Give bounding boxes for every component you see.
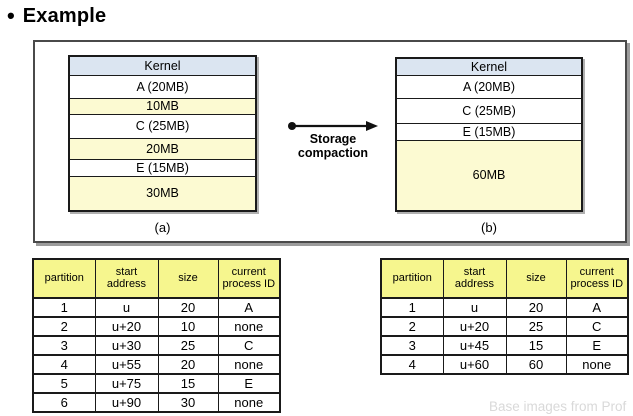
table-row: 3 u+45 15 E (380, 335, 629, 356)
table-row: 3 u+30 25 C (32, 335, 281, 356)
table-cell: 2 (32, 316, 96, 337)
table-cell: A (217, 297, 281, 318)
table-cell: u+75 (94, 373, 159, 394)
table-cell: 15 (505, 335, 567, 356)
table-cell: 25 (157, 335, 219, 356)
table-cell: u+45 (442, 335, 507, 356)
table-cell: 3 (32, 335, 96, 356)
column-header: partition (32, 258, 96, 299)
table-cell: 1 (32, 297, 96, 318)
mem-block-free: 60MB (397, 141, 581, 210)
table-cell: 20 (157, 297, 219, 318)
table-header-row: partition start address size current pro… (380, 258, 629, 299)
table-cell: 20 (157, 354, 219, 375)
table-cell: u+20 (442, 316, 507, 337)
memory-diagram-a: Kernel A (20MB) 10MB C (25MB) 20MB E (15… (68, 55, 257, 212)
table-row: 5 u+75 15 E (32, 373, 281, 394)
partition-table-after: partition start address size current pro… (380, 258, 629, 375)
bullet-icon: • (7, 3, 15, 28)
table-cell: 10 (157, 316, 219, 337)
table-row: 1 u 20 A (380, 297, 629, 318)
table-cell: 6 (32, 392, 96, 413)
table-row: 6 u+90 30 none (32, 392, 281, 413)
mem-block-free: 10MB (70, 99, 255, 115)
table-cell: E (217, 373, 281, 394)
table-cell: C (565, 316, 629, 337)
slide-title: • Example (7, 2, 106, 30)
mem-block-process: A (20MB) (70, 76, 255, 99)
storage-compaction-label-line1: Storage (309, 132, 357, 146)
table-cell: 4 (380, 354, 444, 375)
table-cell: 30 (157, 392, 219, 413)
table-cell: 20 (505, 297, 567, 318)
table-cell: E (565, 335, 629, 356)
storage-compaction-label-line2: compaction (297, 146, 369, 160)
table-row: 1 u 20 A (32, 297, 281, 318)
table-cell: u+55 (94, 354, 159, 375)
mem-block-kernel: Kernel (397, 59, 581, 76)
table-cell: u (442, 297, 507, 318)
table-cell: A (565, 297, 629, 318)
table-cell: 4 (32, 354, 96, 375)
mem-block-process: A (20MB) (397, 76, 581, 99)
diagram-b-label: (b) (481, 220, 497, 235)
table-cell: 2 (380, 316, 444, 337)
footer-credit: Base images from Prof (489, 399, 627, 414)
mem-block-process: E (15MB) (70, 160, 255, 177)
mem-block-free: 20MB (70, 139, 255, 160)
mem-block-kernel: Kernel (70, 57, 255, 76)
column-header: current process ID (565, 258, 629, 299)
column-header: size (157, 258, 219, 299)
column-header: size (505, 258, 567, 299)
column-header: partition (380, 258, 444, 299)
table-cell: none (217, 316, 281, 337)
table-row: 2 u+20 25 C (380, 316, 629, 337)
table-cell: 15 (157, 373, 219, 394)
mem-block-process: E (15MB) (397, 124, 581, 141)
table-cell: u+90 (94, 392, 159, 413)
partition-table-before: partition start address size current pro… (32, 258, 281, 413)
table-cell: u+30 (94, 335, 159, 356)
column-header: start address (442, 258, 507, 299)
table-cell: C (217, 335, 281, 356)
storage-compaction-arrow-icon (288, 121, 378, 131)
table-cell: 60 (505, 354, 567, 375)
memory-diagram-b: Kernel A (20MB) C (25MB) E (15MB) 60MB (395, 57, 583, 212)
table-row: 4 u+60 60 none (380, 354, 629, 375)
mem-block-process: C (25MB) (70, 115, 255, 139)
table-row: 2 u+20 10 none (32, 316, 281, 337)
mem-block-free: 30MB (70, 177, 255, 210)
table-cell: u+60 (442, 354, 507, 375)
table-cell: 3 (380, 335, 444, 356)
table-cell: none (217, 392, 281, 413)
table-cell: u+20 (94, 316, 159, 337)
storage-compaction-label: Storage compaction (284, 132, 382, 160)
table-row: 4 u+55 20 none (32, 354, 281, 375)
column-header: current process ID (217, 258, 281, 299)
table-cell: 25 (505, 316, 567, 337)
table-cell: 1 (380, 297, 444, 318)
table-cell: none (565, 354, 629, 375)
title-text: Example (22, 5, 107, 27)
table-cell: 5 (32, 373, 96, 394)
table-cell: none (217, 354, 281, 375)
mem-block-process: C (25MB) (397, 99, 581, 124)
table-cell: u (94, 297, 159, 318)
diagram-a-label: (a) (154, 220, 171, 235)
column-header: start address (94, 258, 159, 299)
table-header-row: partition start address size current pro… (32, 258, 281, 299)
